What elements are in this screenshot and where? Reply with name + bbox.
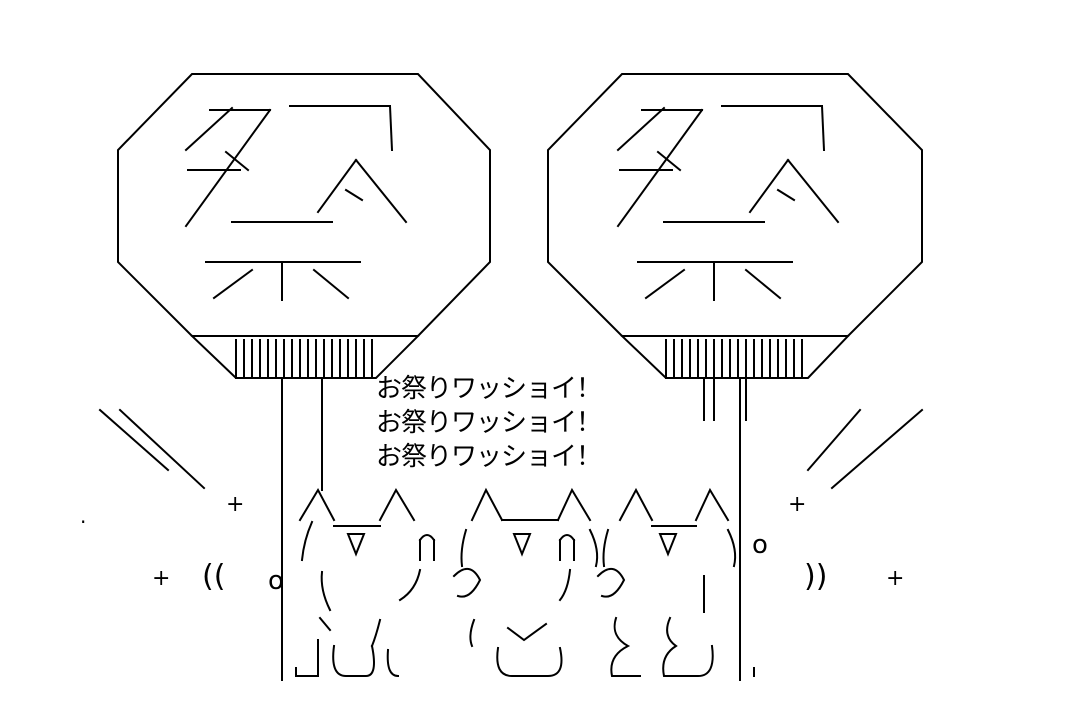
dancer-right bbox=[596, 487, 755, 677]
dot-mark: . bbox=[80, 504, 87, 528]
dancer-left bbox=[295, 487, 436, 678]
left-motion-lines bbox=[98, 408, 206, 490]
plus-mark-left-upper: + bbox=[226, 492, 245, 517]
plus-mark-left-lower: + bbox=[152, 566, 171, 591]
right-motion-lines bbox=[806, 408, 924, 490]
left-lantern bbox=[117, 73, 491, 681]
right-lantern-base-stripes bbox=[665, 339, 803, 379]
chant-line-1: お祭りワッショイ！ bbox=[376, 374, 602, 404]
plus-mark-right-lower: + bbox=[886, 566, 905, 591]
close-paren-mark: )) bbox=[804, 559, 828, 594]
chant-line-2: お祭りワッショイ！ bbox=[376, 408, 602, 438]
plus-mark-right-upper: + bbox=[788, 492, 807, 517]
chant-line-3: お祭りワッショイ！ bbox=[376, 442, 602, 472]
left-lantern-matsuri-kanji bbox=[184, 104, 408, 301]
circle-mark-left: o bbox=[268, 566, 284, 596]
right-lantern-matsuri-kanji bbox=[616, 104, 840, 301]
circle-mark-right: o bbox=[752, 530, 768, 560]
right-lantern bbox=[547, 73, 923, 681]
left-lantern-base-stripes bbox=[235, 339, 373, 379]
open-paren-mark: (( bbox=[202, 559, 226, 594]
dancer-middle bbox=[452, 487, 599, 677]
